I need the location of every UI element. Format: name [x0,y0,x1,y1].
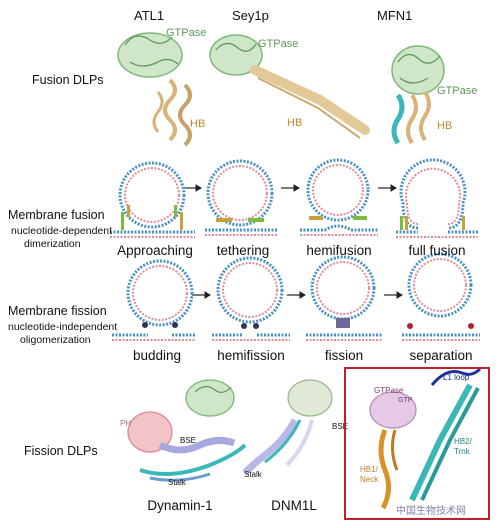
fission-stage-label-fission: fission [324,348,364,363]
dnm1l-structure [242,379,333,476]
membrane-fusion-subtitle-2: dimerization [24,238,81,250]
fusion-stage-approaching [110,161,195,238]
fusion-stage-full-fusion [396,158,478,238]
inset-hb1-label-1: HB1/ [360,465,378,474]
dynamin-bse-label: BSE [180,436,197,445]
fusion-stage-hemifusion [300,158,378,236]
inset-hb1-label-2: Neck [360,475,379,484]
fusion-arrows [183,184,397,192]
fusion-dlps-label: Fusion DLPs [32,73,104,87]
fusion-stage-label-full-fusion: full fusion [408,243,466,258]
dynamin-structure [127,379,247,482]
mfn1-gtpase-structure [391,45,445,95]
inset-structure [369,367,482,510]
atl1-gtpase-label: GTPase [166,27,207,39]
fission-stage-label-hemifission: hemifission [217,348,285,363]
dynamin-ph-label: PH [120,419,132,428]
fusion-stage-tethering [205,159,278,236]
fission-dlps-label: Fission DLPs [24,444,98,458]
mfn1-gtpase-label: GTPase [437,85,478,97]
sey1p-gtpase-label: GTPase [258,38,299,50]
inset-hb2-label-1: HB2/ [454,437,472,446]
sey1p-hb-structure [250,65,370,139]
mfn1-hb-label: HB [437,120,453,132]
mfn1-hb-structure [391,90,431,145]
inset-gtp-label: GTP [398,397,413,404]
protein-name-sey1p: Sey1p [232,8,269,23]
protein-name-atl1: ATL1 [134,8,165,23]
fission-stage-label-separation: separation [409,348,473,363]
atl1-gtpase-structure [117,32,183,78]
atl1-hb-label: HB [190,118,206,130]
membrane-fission-subtitle-1: nucleotide-independent [8,321,118,333]
dynamin-name: Dynamin-1 [147,498,213,513]
membrane-fusion-subtitle-1: nucleotide-dependent [11,225,113,237]
dnm1l-stalk-label: Stalk [244,470,262,479]
fission-stage-fission [306,255,382,341]
sey1p-hb-label: HB [287,117,303,129]
atl1-hb-structure [152,78,192,147]
fission-arrows [192,291,403,299]
inset-hb2-label-2: Trnk [454,447,470,456]
inset-l1-loop-label: L1 loop [443,373,470,382]
sey1p-gtpase-structure [209,34,263,76]
fusion-stage-label-hemifusion: hemifusion [306,243,372,258]
dynamin-stalk-label: Stalk [168,478,186,487]
membrane-fission-title: Membrane fission [8,304,107,318]
inset-watermark: 中国生物技术网 [396,506,466,517]
fission-stage-label-budding: budding [132,348,182,363]
fusion-stage-label-tethering: tethering [216,243,270,258]
dnm1l-bse-label: BSE [332,422,349,431]
fission-stage-budding [112,259,196,341]
fusion-stage-label-approaching: Approaching [117,243,193,258]
membrane-fusion-title: Membrane fusion [8,208,105,222]
inset-gtpase-label: GTPase [374,386,404,395]
protein-name-mfn1: MFN1 [377,8,413,23]
fission-stage-hemifission [212,256,290,341]
inset-box [344,367,490,520]
membrane-fission-subtitle-2: oligomerization [20,334,91,346]
dnm1l-name: DNM1L [271,498,317,513]
fission-stage-separation [402,252,480,341]
